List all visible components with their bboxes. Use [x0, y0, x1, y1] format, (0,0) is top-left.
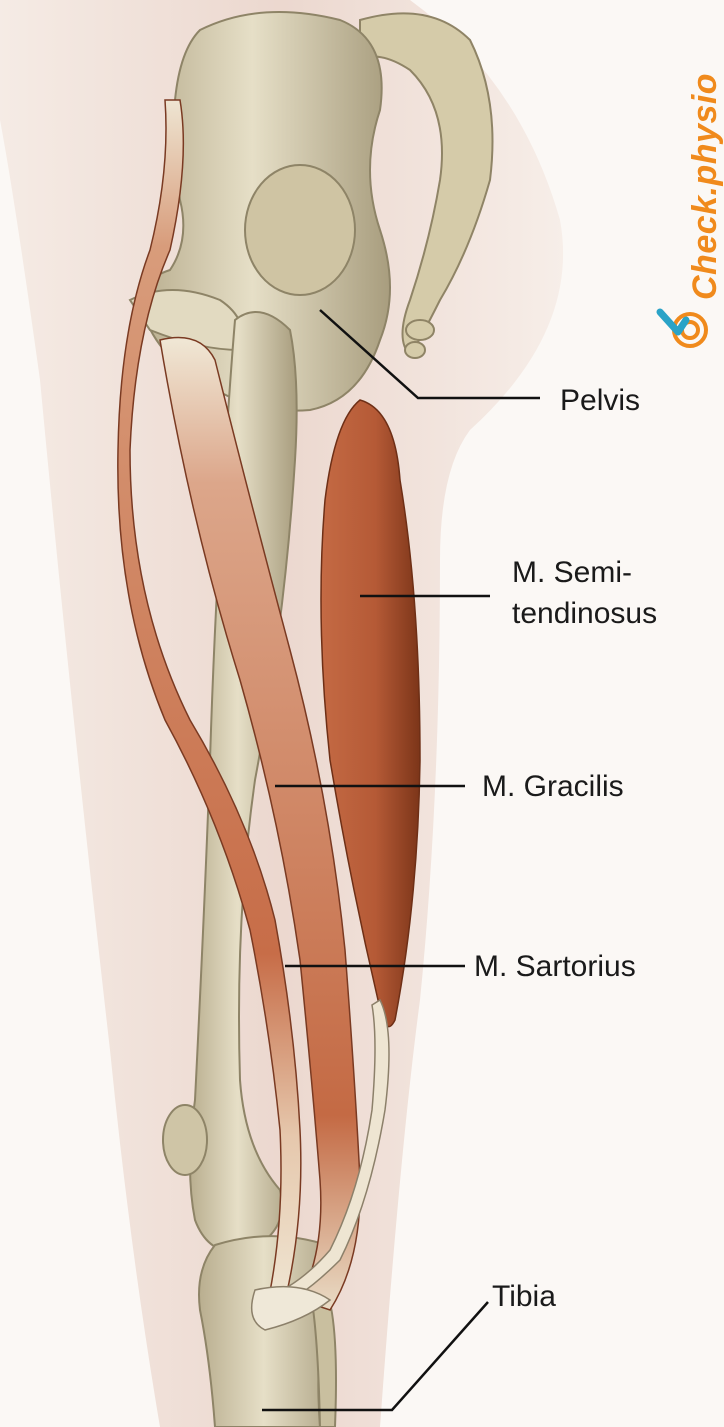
semitendinosus-label-line2: tendinosus: [512, 597, 657, 631]
brand-logo: Check.physio: [656, 30, 720, 360]
pelvis-label: Pelvis: [560, 384, 640, 418]
brand-wordmark: Check.physio: [686, 73, 724, 300]
sartorius-label: M. Sartorius: [474, 950, 636, 984]
gracilis-label: M. Gracilis: [482, 770, 624, 804]
patella: [163, 1105, 207, 1175]
tibia-label: Tibia: [492, 1280, 556, 1314]
obturator-foramen: [245, 165, 355, 295]
target-check-icon: [656, 300, 712, 356]
semitendinosus-label-line1: M. Semi-: [512, 556, 632, 590]
